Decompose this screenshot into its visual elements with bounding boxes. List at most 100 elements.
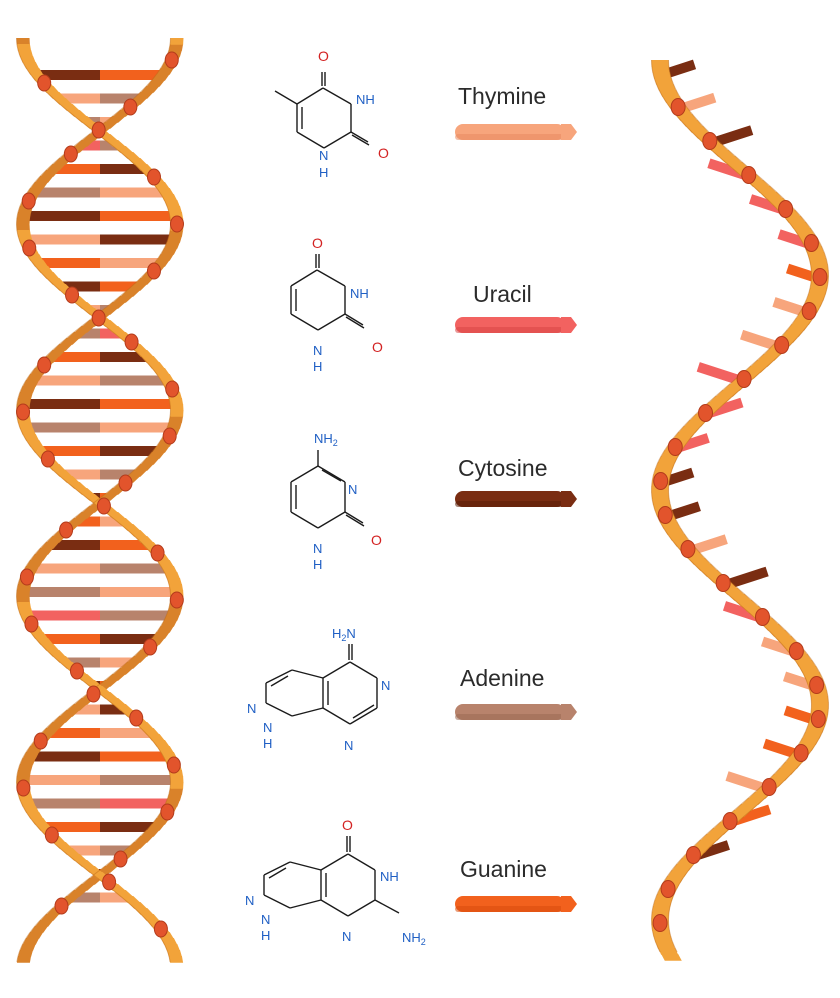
rna-backbone-segment [673, 432, 696, 439]
dna-rung-right [100, 822, 156, 832]
dna-backbone-segment [105, 512, 126, 519]
dna-backbone-segment [59, 476, 80, 483]
rna-backbone-segment [653, 900, 672, 907]
dna-backbone-segment [160, 194, 178, 201]
rna-backbone-segment [680, 120, 703, 127]
dna-backbone-segment [22, 752, 40, 759]
rna-backbone-segment [810, 264, 829, 271]
dna-backbone-segment [35, 920, 54, 927]
uracil-atom-n-bottom: N [313, 343, 322, 358]
adenine-stick-shade [455, 714, 565, 720]
dna-backbone-segment [112, 296, 134, 303]
dna-phosphate-dot [150, 544, 165, 562]
dna-phosphate-dot [59, 521, 74, 539]
dna-backbone-segment [166, 950, 182, 957]
dna-phosphate-dot [124, 333, 139, 351]
dna-rung-left [62, 281, 100, 292]
dna-backbone-segment [151, 446, 170, 453]
rna-backbone-segment [661, 954, 682, 961]
dna-backbone-segment [166, 608, 182, 615]
dna-backbone-segment [74, 326, 95, 333]
dna-rung-left [39, 258, 100, 268]
dna-backbone-segment [66, 890, 88, 897]
guanine-atom-nh: NH [380, 869, 399, 884]
dna-backbone-segment [127, 158, 148, 165]
cytosine-stick-shade [455, 501, 565, 507]
dna-backbone-segment [105, 326, 126, 333]
dna-backbone-segment [66, 854, 88, 861]
rna-phosphate-dot [670, 98, 686, 116]
dna-rung-left [27, 610, 101, 621]
dna-phosphate-dot [146, 168, 161, 186]
dna-backbone-segment [74, 302, 95, 309]
dna-backbone-segment [170, 410, 184, 417]
dna-rung-right [100, 610, 173, 621]
dna-rung-right [100, 704, 127, 715]
dna-backbone-segment [127, 842, 148, 849]
dna-backbone-segment [112, 704, 134, 711]
dna-backbone-segment [97, 692, 119, 699]
rna-backbone-segment [678, 426, 702, 433]
dna-rung-left [23, 587, 100, 597]
dna-backbone-segment [30, 182, 49, 189]
dna-backbone-segment [20, 944, 36, 951]
rna-backbone-segment [667, 534, 689, 541]
rna-backbone-segment [808, 288, 828, 295]
dna-phosphate-dot [102, 873, 117, 891]
dna-backbone-segment [20, 800, 36, 807]
dna-backbone-segment [74, 860, 95, 867]
dna-phosphate-dot [16, 779, 31, 797]
dna-backbone-segment [127, 470, 148, 477]
dna-backbone-segment [18, 392, 34, 399]
rna-backbone-segment [810, 696, 829, 703]
rna-phosphate-dot [667, 438, 683, 456]
rna-backbone-segment [652, 72, 672, 79]
dna-phosphate-dot [40, 450, 55, 468]
dna-rung-left [26, 422, 100, 433]
cytosine-atom-nh2: NH2 [314, 431, 338, 448]
uracil-stick-notch [561, 317, 577, 333]
rna-backbone-segment [774, 636, 797, 643]
dna-backbone-segment [156, 188, 174, 195]
dna-backbone-segment [81, 878, 103, 885]
dna-rung-left [31, 563, 100, 574]
rna-bases [658, 59, 822, 862]
rna-backbone-segment [671, 864, 694, 871]
dna-backbone-segment [105, 674, 126, 681]
dna-backbone-segment [127, 284, 148, 291]
adenine-atom-h-bottomleft: H [263, 736, 272, 751]
rna-phosphate-dot [741, 166, 757, 184]
dna-backbone-segment [52, 716, 73, 723]
dna-backbone-segment [151, 632, 170, 639]
guanine-atom-o-top: O [342, 817, 353, 833]
rna-backbone-segment [779, 762, 803, 769]
dna-phosphate-dot [166, 756, 181, 774]
dna-backbone-segment [112, 146, 134, 153]
dna-backbone-segment [26, 932, 44, 939]
dna-phosphate-dot [113, 850, 128, 868]
adenine-atom-h2n: H2N [332, 626, 356, 643]
dna-backbone-segment [16, 398, 32, 405]
uracil-structure: O NH O N H [290, 235, 383, 374]
dna-backbone-segment [16, 38, 30, 45]
rna-backbone-segment [659, 90, 680, 97]
dna-backbone-segment [26, 374, 44, 381]
dna-backbone-segment [26, 560, 44, 567]
dna-rung-left [40, 446, 100, 456]
dna-backbone-segment [120, 896, 141, 903]
dna-backbone-segment [26, 812, 44, 819]
dna-backbone-segment [112, 890, 134, 897]
dna-rung-right [100, 516, 124, 527]
adenine-structure: H2N N N N H N [247, 626, 390, 753]
thymine-atom-n-bottom: N [319, 148, 328, 163]
rna-backbone-segment [652, 498, 671, 505]
dna-rung-left [33, 187, 100, 198]
rna-phosphate-dot [809, 676, 825, 694]
dna-backbone-segment [20, 758, 36, 765]
dna-backbone-segment [134, 908, 154, 915]
dna-backbone-segment [59, 710, 80, 717]
dna-rung-right [100, 892, 129, 903]
dna-phosphate-dot [165, 380, 180, 398]
adenine-atom-n-bottomleft: N [263, 720, 272, 735]
rna-phosphate-dot [810, 710, 826, 728]
